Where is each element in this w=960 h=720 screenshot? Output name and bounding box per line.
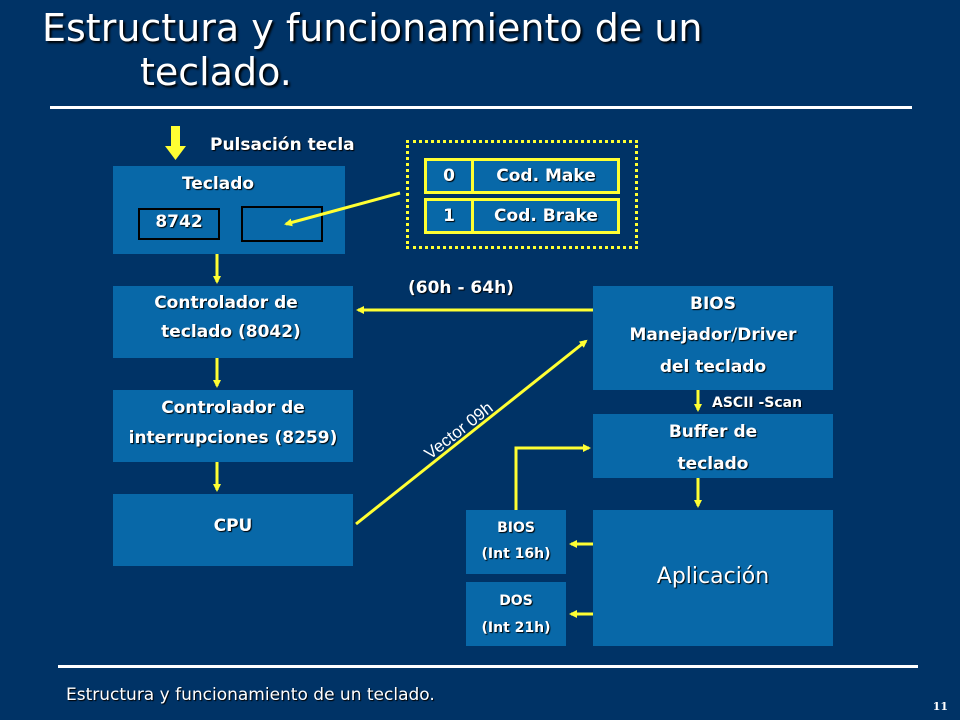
controlador-teclado-line2: teclado (8042) (161, 322, 301, 342)
pulsacion-label: Pulsación tecla (210, 135, 355, 155)
cod-brake-bit: 1 (427, 201, 474, 231)
cod-make-bit: 0 (427, 161, 474, 191)
vector-arrow (355, 339, 588, 526)
title-line-2: teclado. (140, 50, 292, 94)
controlador-teclado-line1: Controlador de (154, 293, 298, 313)
bios-driver-line3: del teclado (659, 357, 767, 377)
aplicacion-box (593, 510, 833, 646)
bios-int-line1: BIOS (497, 520, 535, 536)
footer-text: Estructura y funcionamiento de un teclad… (66, 685, 435, 705)
buffer-box (593, 414, 833, 478)
ports-label: (60h - 64h) (408, 278, 514, 298)
cpu-label: CPU (213, 516, 253, 536)
dos-int-line1: DOS (499, 593, 533, 609)
vector-label: Vector 09h (421, 398, 497, 463)
cod-brake-row: 1 Cod. Brake (424, 198, 620, 234)
teclado-label: Teclado (181, 174, 255, 194)
controlador-interrupciones-line2: interrupciones (8259) (128, 428, 338, 448)
buffer-line2: teclado (677, 454, 749, 474)
controlador-teclado-box (113, 286, 353, 358)
bios-driver-box (593, 286, 833, 390)
controlador-interrupciones-line1: Controlador de (161, 398, 305, 418)
dos-int-line2: (Int 21h) (481, 620, 551, 636)
chip-8742-label: 8742 (155, 212, 203, 232)
code-to-register-arrow (284, 191, 401, 227)
scan-code-frame (406, 140, 638, 249)
bios-int-line2: (Int 16h) (481, 546, 551, 562)
ascii-scan-label: ASCII -Scan (712, 395, 803, 411)
dos-int-box (466, 582, 566, 646)
aplicacion-label: Aplicación (656, 564, 770, 589)
bios-int-to-buffer-arrow (514, 444, 591, 510)
bios-int-box (466, 510, 566, 574)
cod-brake-label: Cod. Brake (494, 206, 598, 226)
keyboard-register (241, 206, 323, 242)
pulsacion-arrow (165, 126, 186, 160)
chip-8742 (138, 208, 220, 240)
title-line-1: Estructura y funcionamiento de un (42, 6, 703, 50)
footer-rule (58, 665, 918, 668)
buffer-line1: Buffer de (668, 422, 758, 442)
bios-driver-line2: Manejador/Driver (629, 325, 797, 345)
title-rule (50, 106, 912, 109)
page-number: 11 (932, 700, 948, 713)
slide-title: Estructura y funcionamiento de un teclad… (42, 6, 702, 94)
cod-make-row: 0 Cod. Make (424, 158, 620, 194)
cod-make-label: Cod. Make (496, 166, 596, 186)
bios-driver-line1: BIOS (690, 294, 736, 314)
controlador-interrupciones-box (113, 390, 353, 462)
cpu-box (113, 494, 353, 566)
